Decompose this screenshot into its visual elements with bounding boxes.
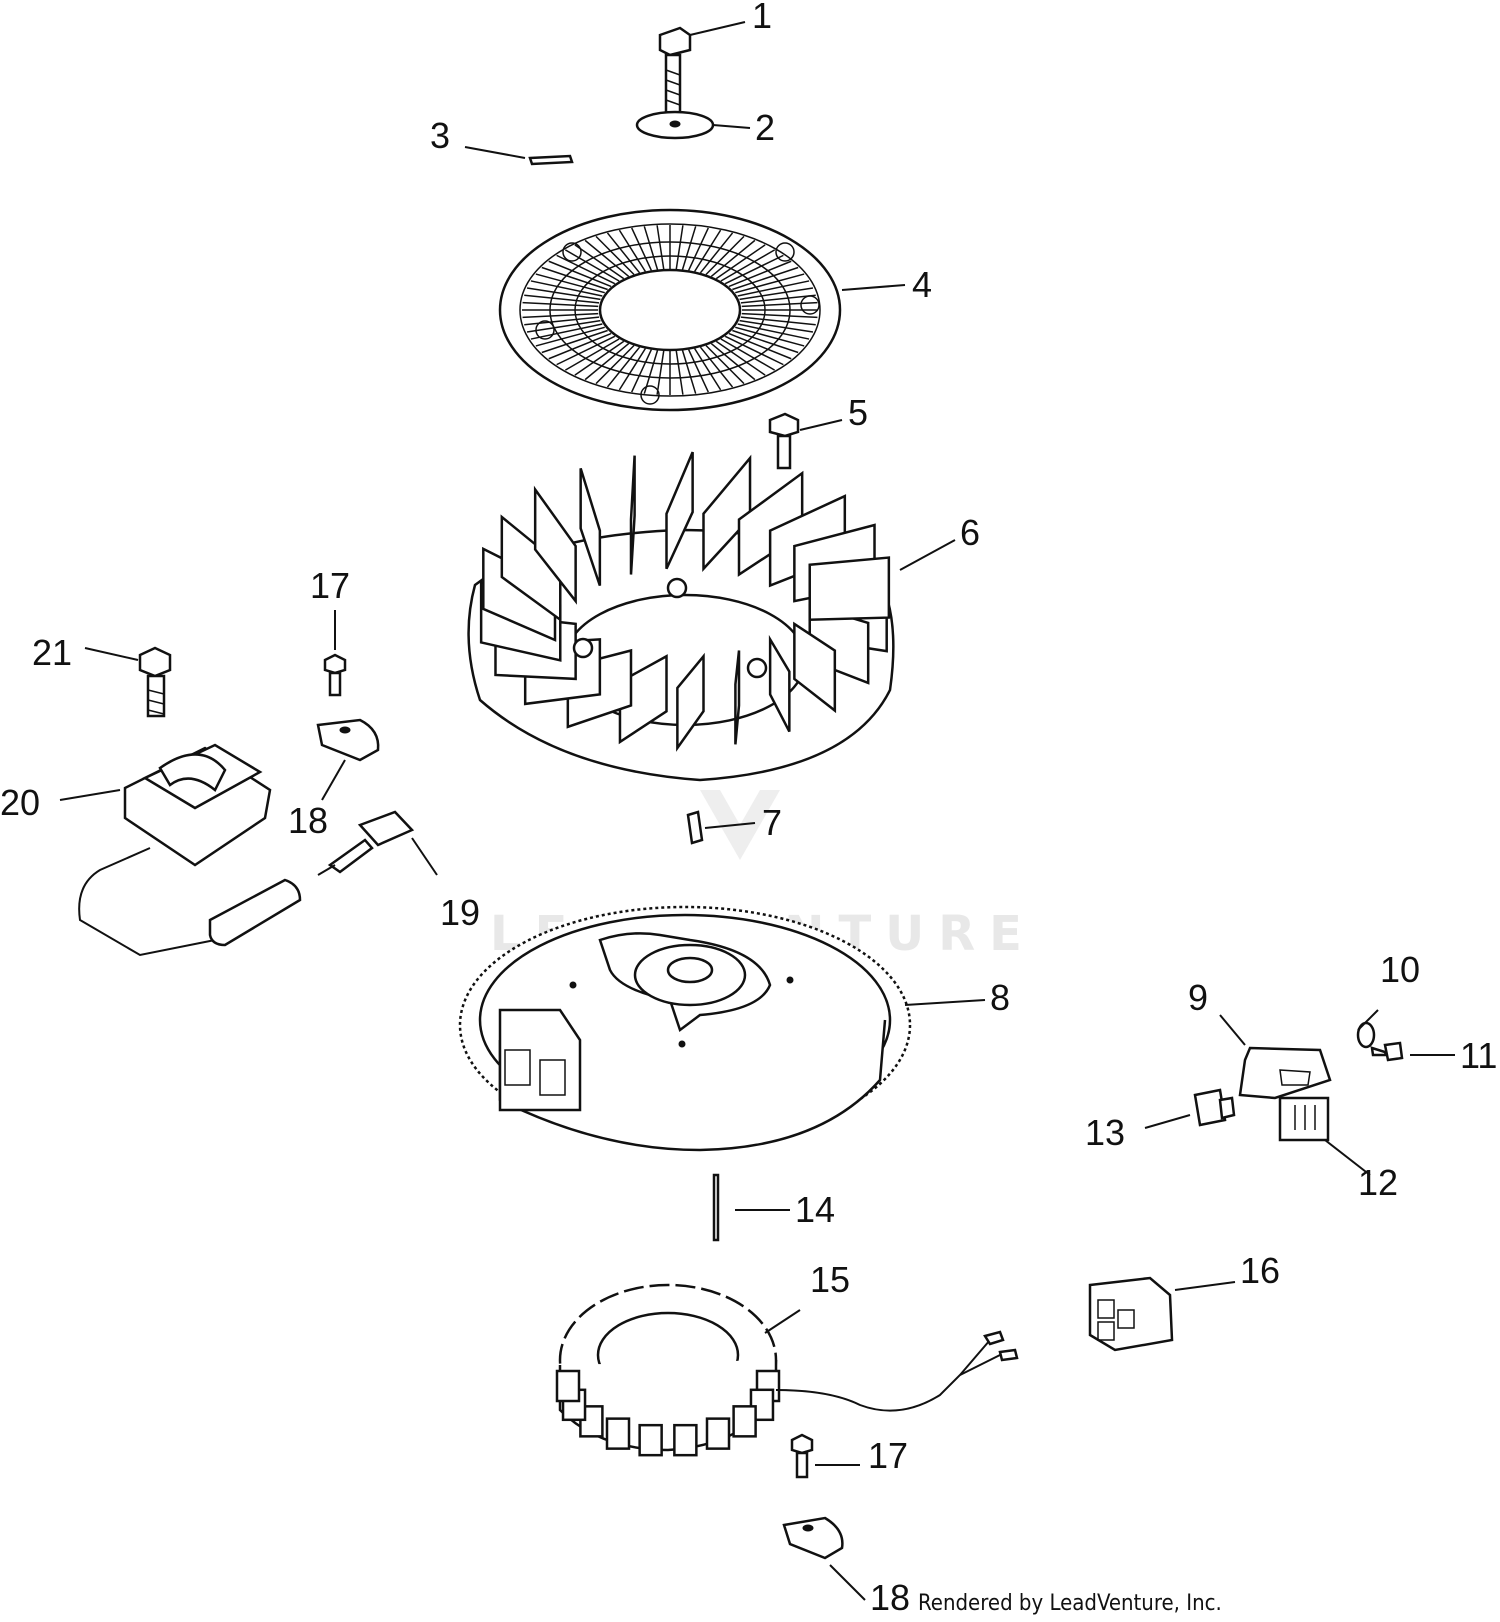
label-9: 9 bbox=[1188, 977, 1208, 1018]
part-19-spark-plug bbox=[317, 810, 415, 876]
label-20: 20 bbox=[0, 782, 40, 823]
label-7: 7 bbox=[762, 802, 782, 843]
part-13-clip bbox=[1193, 1088, 1236, 1127]
label-14: 14 bbox=[795, 1189, 835, 1230]
label-5: 5 bbox=[848, 392, 868, 433]
label-6: 6 bbox=[960, 512, 980, 553]
part-7-key bbox=[686, 810, 704, 845]
label-13: 13 bbox=[1085, 1112, 1125, 1153]
part-8-flywheel bbox=[458, 905, 912, 1152]
label-1: 1 bbox=[752, 0, 772, 36]
part-5-bolt bbox=[768, 412, 800, 470]
label-19: 19 bbox=[440, 892, 480, 933]
label-4: 4 bbox=[912, 264, 932, 305]
label-18-lower: 18 bbox=[870, 1577, 910, 1618]
label-11: 11 bbox=[1460, 1035, 1497, 1076]
part-20-ignition-module bbox=[78, 743, 302, 957]
part-2-washer bbox=[635, 110, 715, 140]
part-3-key bbox=[528, 154, 574, 166]
part-17-screw-lower bbox=[790, 1433, 814, 1479]
leader-lines bbox=[59, 21, 1455, 1601]
part-11-screw bbox=[1370, 1041, 1404, 1062]
part-16-connector-block bbox=[1088, 1276, 1174, 1352]
label-16: 16 bbox=[1240, 1250, 1280, 1291]
part-12-connector bbox=[1278, 1096, 1330, 1142]
label-17-lower: 17 bbox=[868, 1435, 908, 1476]
label-8: 8 bbox=[990, 977, 1010, 1018]
label-18-upper: 18 bbox=[288, 800, 328, 841]
part-9-regulator bbox=[1238, 1046, 1332, 1100]
part-18-clamp-upper bbox=[316, 718, 380, 762]
label-3: 3 bbox=[430, 115, 450, 156]
label-10: 10 bbox=[1380, 949, 1420, 990]
part-18-clamp-lower bbox=[782, 1516, 844, 1560]
part-17-screw-upper bbox=[323, 653, 347, 697]
render-credit: Rendered by LeadVenture, Inc. bbox=[918, 1591, 1222, 1616]
part-6-fan bbox=[467, 451, 895, 782]
label-2: 2 bbox=[755, 107, 775, 148]
label-17-upper: 17 bbox=[310, 565, 350, 606]
part-14-pin bbox=[712, 1173, 720, 1242]
label-21: 21 bbox=[32, 632, 72, 673]
part-15-stator bbox=[555, 1283, 1019, 1457]
part-21-bolt bbox=[138, 646, 172, 718]
part-4-screen bbox=[498, 208, 842, 412]
part-1-bolt bbox=[658, 26, 692, 115]
label-15: 15 bbox=[810, 1259, 850, 1300]
label-12: 12 bbox=[1358, 1162, 1398, 1203]
